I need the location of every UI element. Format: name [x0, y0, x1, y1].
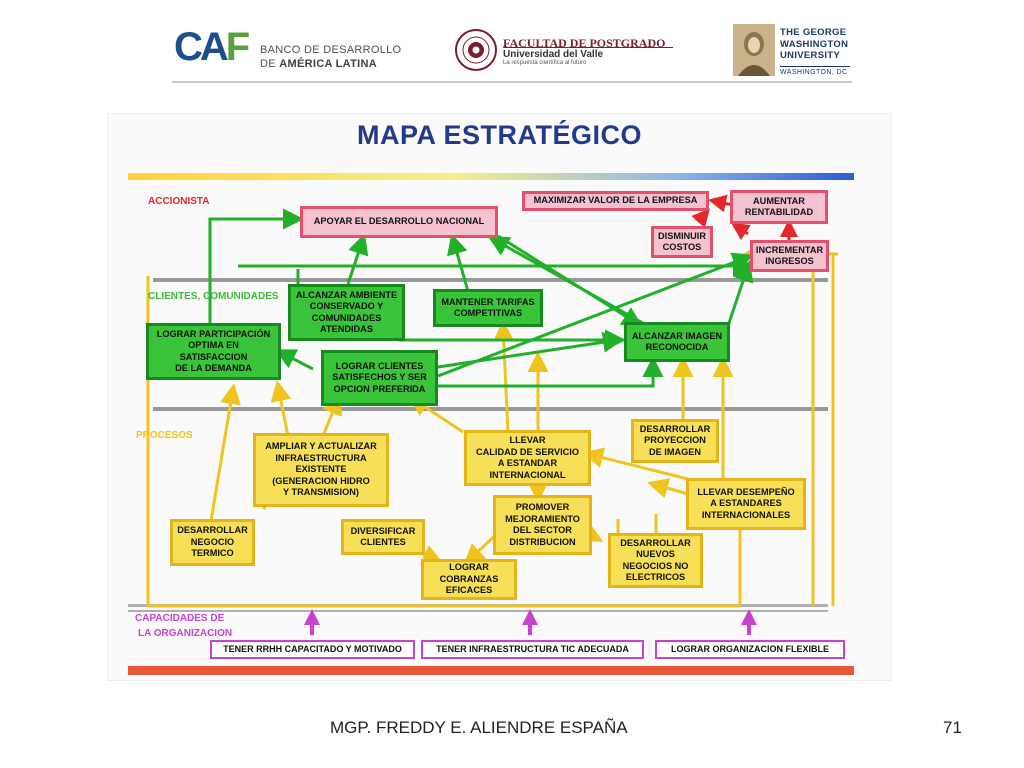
caf-logo-line2: DE AMÉRICA LATINA	[260, 58, 377, 70]
node-desarrollar-proyeccion: DESARROLLAR PROYECCION DE IMAGEN	[631, 419, 719, 463]
gwu-logo-location: WASHINGTON, DC	[780, 69, 848, 76]
page-number: 71	[943, 718, 962, 737]
node-maximizar-valor: MAXIMIZAR VALOR DE LA EMPRESA	[522, 191, 709, 211]
node-incrementar-ingresos: INCREMENTAR INGRESOS	[750, 240, 829, 272]
node-alcanzar-imagen: ALCANZAR IMAGEN RECONOCIDA	[624, 322, 730, 362]
band-label-capacidades-1: CAPACIDADES DE	[135, 613, 225, 624]
node-mantener-tarifas: MANTENER TARIFAS COMPETITIVAS	[433, 289, 543, 327]
band-label-clientes: CLIENTES, COMUNIDADES	[148, 291, 279, 302]
node-desarrollar-termico: DESARROLLAR NEGOCIO TERMICO	[170, 519, 255, 566]
band-separator-procesos	[153, 407, 828, 411]
band-label-accionista: ACCIONISTA	[148, 196, 210, 207]
node-llevar-calidad: LLEVAR CALIDAD DE SERVICIO A ESTANDAR IN…	[464, 430, 591, 486]
gwu-logo-text: THE GEORGE WASHINGTON UNIVERSITY	[780, 27, 849, 61]
node-disminuir-costos: DISMINUIR COSTOS	[651, 226, 713, 258]
gwu-portrait-icon	[733, 24, 775, 76]
node-lograr-clientes: LOGRAR CLIENTES SATISFECHOS Y SER OPCION…	[321, 350, 438, 406]
node-tener-tic: TENER INFRAESTRUCTURA TIC ADECUADA	[421, 640, 644, 659]
band-label-procesos: PROCESOS	[136, 430, 193, 441]
univ-seal-icon	[455, 29, 497, 71]
node-promover-mejoramiento: PROMOVER MEJORAMIENTO DEL SECTOR DISTRIB…	[493, 495, 592, 555]
node-llevar-desempeno: LLEVAR DESEMPEÑO A ESTANDARES INTERNACIO…	[686, 478, 806, 530]
strategy-map: MAPA ESTRATÉGICO	[107, 113, 892, 681]
node-diversificar-clientes: DIVERSIFICAR CLIENTES	[341, 519, 425, 555]
node-lograr-cobranzas: LOGRAR COBRANZAS EFICACES	[421, 559, 517, 600]
bottom-red-bar	[128, 666, 854, 675]
node-tener-rrhh: TENER RRHH CAPACITADO Y MOTIVADO	[210, 640, 415, 659]
univ-logo-title: FACULTAD DE POSTGRADO	[503, 36, 666, 50]
univ-logo-rule	[503, 47, 673, 48]
node-desarrollar-nuevos: DESARROLLAR NUEVOS NEGOCIOS NO ELECTRICO…	[608, 533, 703, 588]
top-gradient-bar	[128, 173, 854, 180]
node-aumentar-rentabilidad: AUMENTAR RENTABILIDAD	[730, 190, 828, 224]
diagram-title: MAPA ESTRATÉGICO	[356, 120, 642, 150]
header-divider	[172, 81, 852, 83]
node-apoyar-desarrollo: APOYAR EL DESARROLLO NACIONAL	[300, 206, 498, 238]
slide-header: CAF BANCO DE DESARROLLO DE AMÉRICA LATIN…	[0, 0, 1024, 90]
band-separator-clientes	[153, 278, 828, 282]
band-separator-capacidades-bottom	[128, 610, 828, 612]
band-label-capacidades-2: LA ORGANIZACION	[138, 628, 233, 639]
caf-logo-text: BANCO DE DESARROLLO DE AMÉRICA LATINA	[260, 43, 401, 71]
node-lograr-organizacion-flexible: LOGRAR ORGANIZACION FLEXIBLE	[655, 640, 845, 659]
univ-logo-tagline: La respuesta científica al futuro	[503, 60, 587, 66]
caf-logo-mark: CAF	[174, 25, 250, 69]
footer-author: MGP. FREDDY E. ALIENDRE ESPAÑA	[330, 718, 628, 737]
node-lograr-participacion: LOGRAR PARTICIPACIÓN OPTIMA EN SATISFACC…	[146, 323, 281, 380]
node-alcanzar-ambiente: ALCANZAR AMBIENTE CONSERVADO Y COMUNIDAD…	[288, 284, 405, 341]
univ-logo-subtitle: Universidad del Valle	[503, 49, 604, 60]
caf-logo-line1: BANCO DE DESARROLLO	[260, 44, 402, 56]
gwu-logo-rule	[780, 66, 850, 67]
node-ampliar-infraestructura: AMPLIAR Y ACTUALIZAR INFRAESTRUCTURA EXI…	[253, 433, 389, 507]
